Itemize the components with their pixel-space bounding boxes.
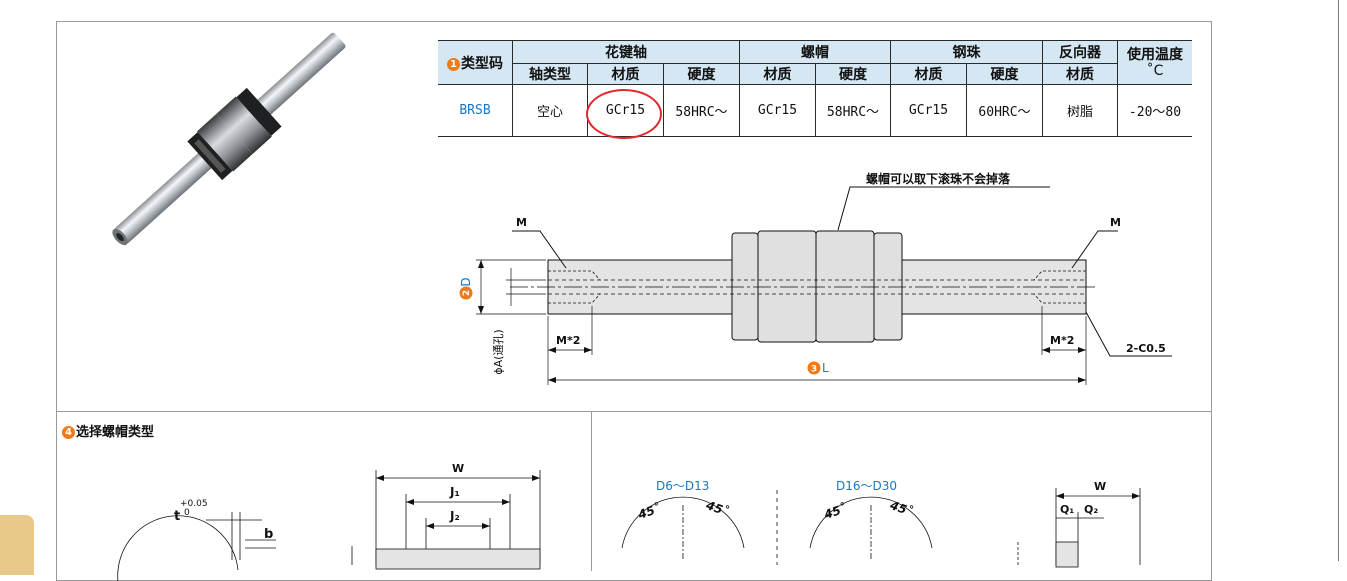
nut-type-drawings: t +0.05 0 b W J₁ J₂ D6～D13 D16～D30 45˚ 4…	[117, 462, 1141, 581]
nut-number-badge: 4	[62, 426, 75, 439]
label-q1: Q₁	[1060, 503, 1074, 516]
label-angle-3: 45˚	[821, 501, 848, 522]
label-tol-lower: 0	[184, 508, 190, 518]
label-j2: J₂	[449, 509, 460, 523]
cell-nut-material: GCr15	[739, 84, 816, 137]
header-spline-shaft: 花键轴	[512, 40, 740, 64]
cell-temperature-range: -20～80	[1117, 84, 1192, 137]
d-number-text: 2	[462, 290, 472, 296]
header-nut: 螺帽	[739, 40, 891, 64]
l-number-badge	[807, 361, 821, 375]
cell-ball-material: GCr15	[890, 84, 967, 137]
label-chamfer: 2-C0.5	[1126, 342, 1166, 355]
label-angle-2: 45˚	[703, 498, 730, 519]
header-nut-material: 材质	[739, 63, 816, 85]
label-range-large: D16～D30	[836, 479, 897, 493]
label-phi-a: ϕA(通孔)	[492, 329, 505, 374]
label-q2: Q₂	[1084, 503, 1098, 516]
label-m-left: M	[516, 216, 527, 229]
header-shaft-type: 轴类型	[512, 63, 588, 85]
highlight-circle	[586, 89, 662, 139]
note-nut-removable: 螺帽可以取下滚珠不会掉落	[866, 171, 1011, 186]
label-j1: J₁	[449, 485, 460, 499]
page-edge-rule	[1338, 0, 1339, 561]
label-range-small: D6～D13	[656, 479, 709, 493]
table-row: BRSB 空心 GCr15 58HRC～ GCr15 58HRC～ GCr15 …	[438, 84, 1192, 137]
header-shaft-hardness: 硬度	[663, 63, 740, 85]
l-number-text: 3	[811, 365, 817, 375]
cell-ball-hardness: 60HRC～	[966, 84, 1043, 137]
section-divider	[56, 411, 1212, 412]
label-d: D	[459, 277, 473, 286]
cell-nut-hardness: 58HRC～	[815, 84, 891, 137]
cell-reverser-material: 树脂	[1042, 84, 1118, 137]
label-m2-right: M*2	[1050, 334, 1074, 347]
type-code-number-badge: 1	[447, 57, 460, 71]
cell-type-code[interactable]: BRSB	[438, 84, 513, 137]
header-nut-hardness: 硬度	[815, 63, 891, 85]
header-shaft-material: 材质	[587, 63, 664, 85]
label-angle-1: 45˚	[635, 501, 662, 522]
label-l: L	[822, 361, 829, 375]
column-divider	[591, 411, 592, 571]
product-photo	[112, 32, 346, 246]
label-w: W	[452, 462, 464, 475]
label-b: b	[264, 527, 273, 542]
label-w-right: W	[1094, 480, 1106, 493]
header-ball-hardness: 硬度	[966, 63, 1043, 85]
shaft-drawing: M M M*2 M*2 2-C0.5 螺帽可以取下滚珠不会掉落 2 D ϕA(通…	[459, 171, 1172, 385]
label-m2-left: M*2	[556, 334, 580, 347]
label-angle-4: 45˚	[887, 498, 914, 519]
header-ball: 钢珠	[890, 40, 1043, 64]
label-tol-upper: +0.05	[180, 499, 208, 509]
cell-shaft-type: 空心	[512, 84, 588, 137]
label-t: t	[174, 509, 180, 524]
header-temperature: 使用温度˚C	[1117, 40, 1192, 85]
label-m-right: M	[1110, 216, 1121, 229]
d-number-badge	[459, 286, 473, 300]
